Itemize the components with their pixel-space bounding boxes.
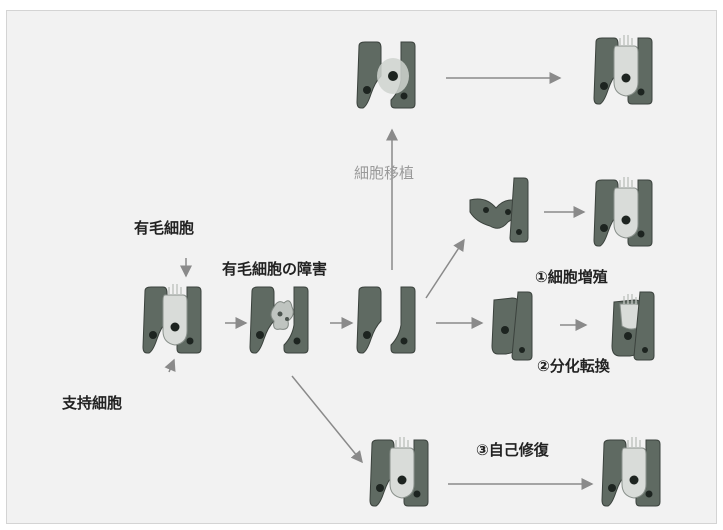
transplant-result-cells bbox=[594, 35, 652, 104]
self-repair-cells bbox=[370, 437, 428, 506]
label-self-repair: ③自己修復 bbox=[476, 441, 549, 459]
label-cell-transplant: 細胞移植 bbox=[354, 164, 415, 182]
process-arrows bbox=[164, 72, 594, 490]
label-hair-cell: 有毛細胞 bbox=[134, 219, 195, 237]
normal-organ-cells bbox=[143, 284, 201, 353]
transplant-cells bbox=[356, 41, 416, 109]
self-repair-result-cells bbox=[602, 437, 660, 506]
label-supporting-cell: 支持細胞 bbox=[62, 394, 123, 412]
proliferation-result-cells bbox=[594, 177, 652, 246]
hair-cell-loss-cells bbox=[356, 286, 416, 354]
label-cell-proliferation: ①細胞増殖 bbox=[535, 268, 608, 286]
dividing-cell bbox=[469, 177, 529, 243]
transdifferentiating-cells bbox=[491, 291, 533, 361]
label-transdifferentiation: ②分化転換 bbox=[537, 357, 610, 375]
transdifferentiation-result-cells bbox=[611, 291, 655, 361]
damaged-organ-cells bbox=[250, 287, 308, 353]
label-hair-cell-damage: 有毛細胞の障害 bbox=[222, 260, 328, 278]
